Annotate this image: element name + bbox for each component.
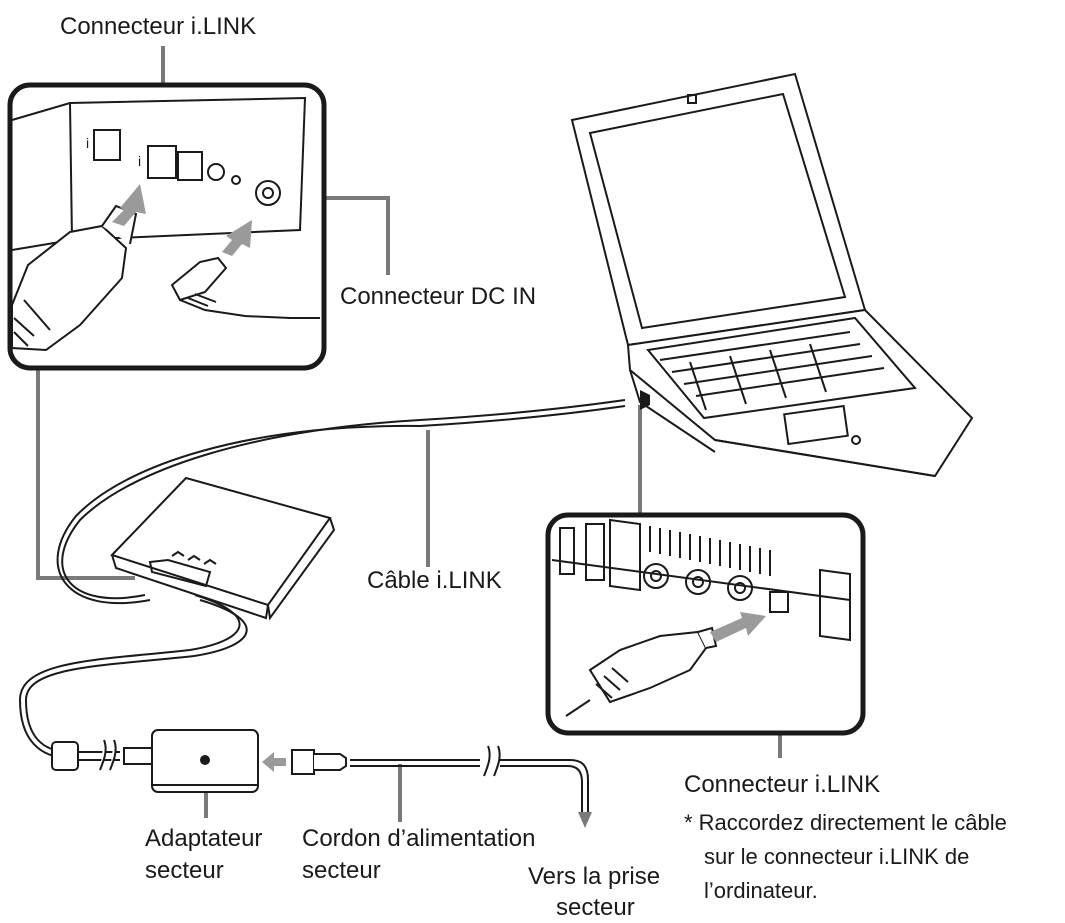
label-adapter-line2: secteur (145, 857, 224, 884)
svg-text:i: i (86, 135, 89, 151)
cables (18, 399, 626, 812)
label-dc-in-connector: Connecteur DC IN (340, 283, 537, 310)
label-ilink-cable: Câble i.LINK (367, 567, 502, 594)
flow-arrows (262, 390, 650, 828)
note-line3: l’ordinateur. (704, 878, 818, 903)
label-adapter-line1: Adaptateur (145, 825, 263, 852)
laptop-illustration (570, 72, 974, 478)
label-cord-line1: Cordon d’alimentation (302, 825, 536, 852)
label-top-ilink-connector: Connecteur i.LINK (60, 13, 257, 40)
svg-text:i: i (138, 153, 141, 169)
drive-illustration (110, 476, 336, 621)
drive-rear-inset: i i (7, 82, 327, 371)
note-line2: sur le connecteur i.LINK de (704, 844, 970, 869)
label-outlet-line1: Vers la prise (528, 863, 661, 890)
note-line1: * Raccordez directement le câble (684, 810, 1007, 835)
label-cord-line2: secteur (302, 857, 381, 884)
label-bottom-ilink-connector: Connecteur i.LINK (684, 771, 881, 798)
laptop-port-inset (545, 512, 866, 736)
label-outlet-line2: secteur (556, 894, 635, 921)
power-adapter (51, 729, 347, 793)
